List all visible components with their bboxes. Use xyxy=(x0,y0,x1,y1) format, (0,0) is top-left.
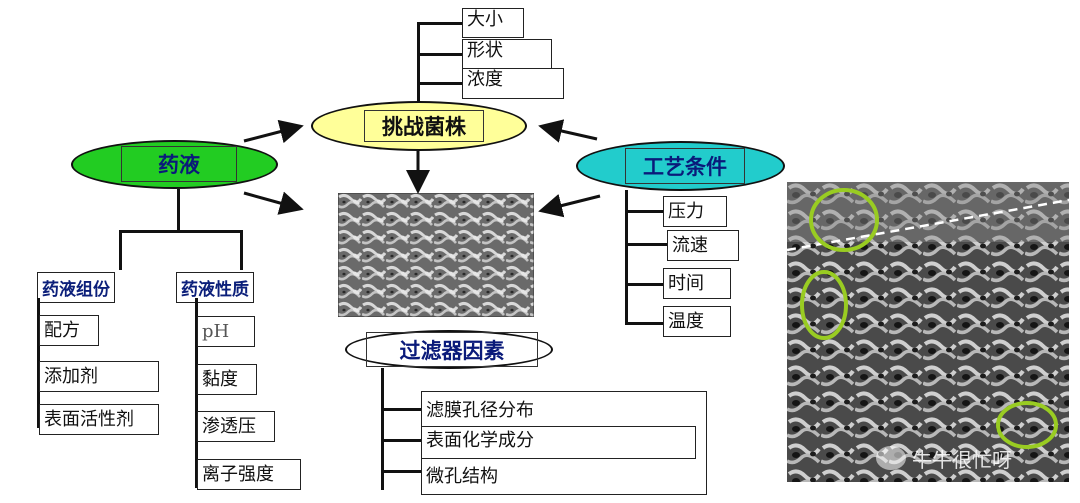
filter-ellipse xyxy=(345,330,553,369)
process-branch-4 xyxy=(625,322,665,325)
membrane-sem-image xyxy=(338,193,534,317)
process-trunk xyxy=(625,190,628,324)
property-trunk xyxy=(195,298,198,488)
challenge-branch-2 xyxy=(417,53,465,56)
arrow-solution-to-challenge xyxy=(243,119,304,144)
solution-ellipse xyxy=(71,140,278,189)
challenge-trunk xyxy=(417,22,420,112)
process-ellipse xyxy=(576,141,785,191)
solution-label: 药液 xyxy=(121,146,237,182)
watermark-text: 牛牛很忙呀 xyxy=(912,448,1012,472)
challenge-strain-label: 挑战菌株 xyxy=(364,110,484,142)
solution-trunk xyxy=(177,189,180,232)
process-item-temperature: 温度 xyxy=(663,306,731,337)
filter-branch-2 xyxy=(381,439,423,442)
process-label: 工艺条件 xyxy=(625,148,745,184)
challenge-strain-ellipse xyxy=(311,101,527,151)
property-item-ph: pH xyxy=(197,316,255,347)
arrow-process-to-membrane xyxy=(538,193,601,218)
property-item-ionic: 离子强度 xyxy=(197,459,301,490)
composition-item-formula: 配方 xyxy=(39,315,99,346)
filter-item-micropore-structure: 微孔结构 xyxy=(426,466,498,487)
filter-item-pore-distribution: 滤膜孔径分布 xyxy=(426,400,534,421)
challenge-item-concentration: 浓度 xyxy=(462,68,564,99)
process-branch-3 xyxy=(625,283,665,286)
challenge-branch-3 xyxy=(417,82,465,85)
filter-branch-3 xyxy=(381,470,423,473)
composition-item-surfactant: 表面活性剂 xyxy=(39,404,159,435)
process-item-time: 时间 xyxy=(663,268,731,299)
process-branch-2 xyxy=(625,243,669,246)
process-item-pressure: 压力 xyxy=(663,196,727,227)
composition-trunk xyxy=(37,298,40,428)
arrow-solution-to-membrane xyxy=(243,191,304,215)
watermark-icon xyxy=(876,446,906,470)
process-branch-1 xyxy=(625,210,665,213)
challenge-branch-1 xyxy=(417,22,465,25)
property-drop xyxy=(240,230,243,270)
bacteria-highlight-1 xyxy=(809,188,879,252)
property-item-osmotic: 渗透压 xyxy=(197,411,275,442)
property-item-viscosity: 黏度 xyxy=(197,364,257,395)
filter-item-surface-chemistry: 表面化学成分 xyxy=(421,426,696,459)
filter-label: 过滤器因素 xyxy=(366,332,538,367)
sem-photo xyxy=(787,182,1069,482)
solution-split xyxy=(119,230,243,233)
property-title: 药液性质 xyxy=(176,272,254,303)
challenge-item-size: 大小 xyxy=(462,8,524,38)
bacteria-highlight-2 xyxy=(800,270,848,340)
bacteria-highlight-3 xyxy=(996,401,1058,449)
composition-title: 药液组份 xyxy=(37,272,115,303)
membrane-surface-line xyxy=(787,198,1069,252)
filter-branch-1 xyxy=(381,408,423,411)
composition-drop xyxy=(119,230,122,270)
composition-item-additive: 添加剂 xyxy=(39,361,159,392)
filter-trunk xyxy=(381,368,384,490)
arrow-process-to-challenge xyxy=(538,119,598,143)
process-item-flowrate: 流速 xyxy=(667,230,739,261)
